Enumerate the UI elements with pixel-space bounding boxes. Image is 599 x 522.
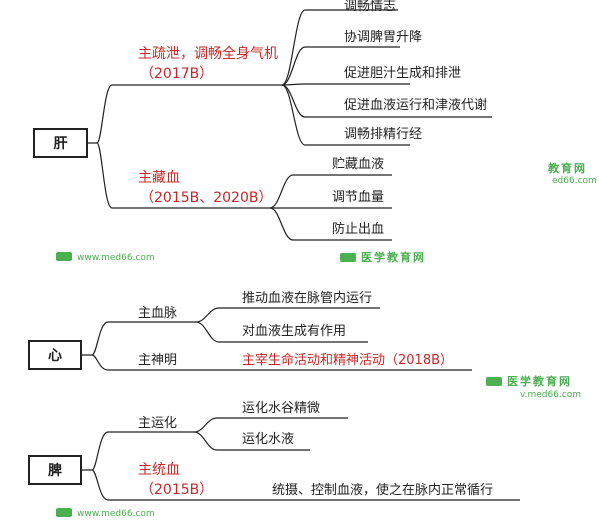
- watermark-brand-3: 教育网: [548, 162, 587, 175]
- logo-icon: [486, 377, 502, 386]
- organ-heart-label: 心: [48, 348, 62, 364]
- liver-item-8: 防止出血: [332, 222, 385, 237]
- spleen-item-3: 统摄、控制血液，使之在脉内正常循行: [272, 483, 494, 498]
- organ-heart: 心: [28, 340, 82, 370]
- spleen-item-2: 运化水液: [242, 432, 295, 447]
- heart-item-2: 对血液生成有作用: [242, 324, 347, 339]
- heart-function-1-title: 主血脉: [138, 306, 178, 321]
- watermark-url-2: www.med66.com: [56, 508, 155, 519]
- liver-item-1: 调畅情志: [344, 0, 397, 14]
- watermark-url-3: v.med66.com: [520, 390, 582, 400]
- heart-item-3: 主宰生命活动和精神活动（2018B）: [242, 353, 454, 368]
- liver-function-2-title: 主藏血: [138, 170, 180, 186]
- liver-item-4: 促进血液运行和津液代谢: [344, 98, 488, 113]
- liver-item-3: 促进胆汁生成和排泄: [344, 66, 462, 81]
- spleen-item-1: 运化水谷精微: [242, 401, 321, 416]
- liver-function-2-year: （2015B、2020B）: [140, 190, 273, 206]
- logo-icon: [56, 252, 72, 261]
- liver-item-5: 调畅排精行经: [344, 127, 423, 142]
- liver-function-1-title: 主疏泄，调畅全身气机: [138, 46, 278, 62]
- logo-icon: [340, 253, 356, 262]
- watermark-url-1: www.med66.com: [56, 252, 155, 263]
- organ-spleen: 脾: [28, 455, 82, 485]
- liver-function-1-year: （2017B）: [140, 66, 214, 82]
- liver-item-2: 协调脾胃升降: [344, 30, 423, 45]
- spleen-function-1-title: 主运化: [138, 416, 178, 431]
- heart-item-1: 推动血液在脉管内运行: [242, 291, 373, 306]
- heart-function-2-title: 主神明: [138, 353, 178, 368]
- watermark-brand-2: 医学教育网: [486, 373, 572, 389]
- watermark-brand-1: 医学教育网: [340, 249, 426, 265]
- logo-icon: [56, 508, 72, 517]
- watermark-url-4: ed66.com: [552, 176, 597, 186]
- liver-item-6: 贮藏血液: [332, 157, 385, 172]
- spleen-function-2-year: （2015B）: [140, 482, 214, 498]
- spleen-function-2-title: 主统血: [138, 462, 180, 478]
- organ-spleen-label: 脾: [48, 463, 62, 479]
- organ-liver-label: 肝: [53, 136, 68, 152]
- liver-item-7: 调节血量: [332, 190, 385, 205]
- organ-liver: 肝: [33, 128, 88, 158]
